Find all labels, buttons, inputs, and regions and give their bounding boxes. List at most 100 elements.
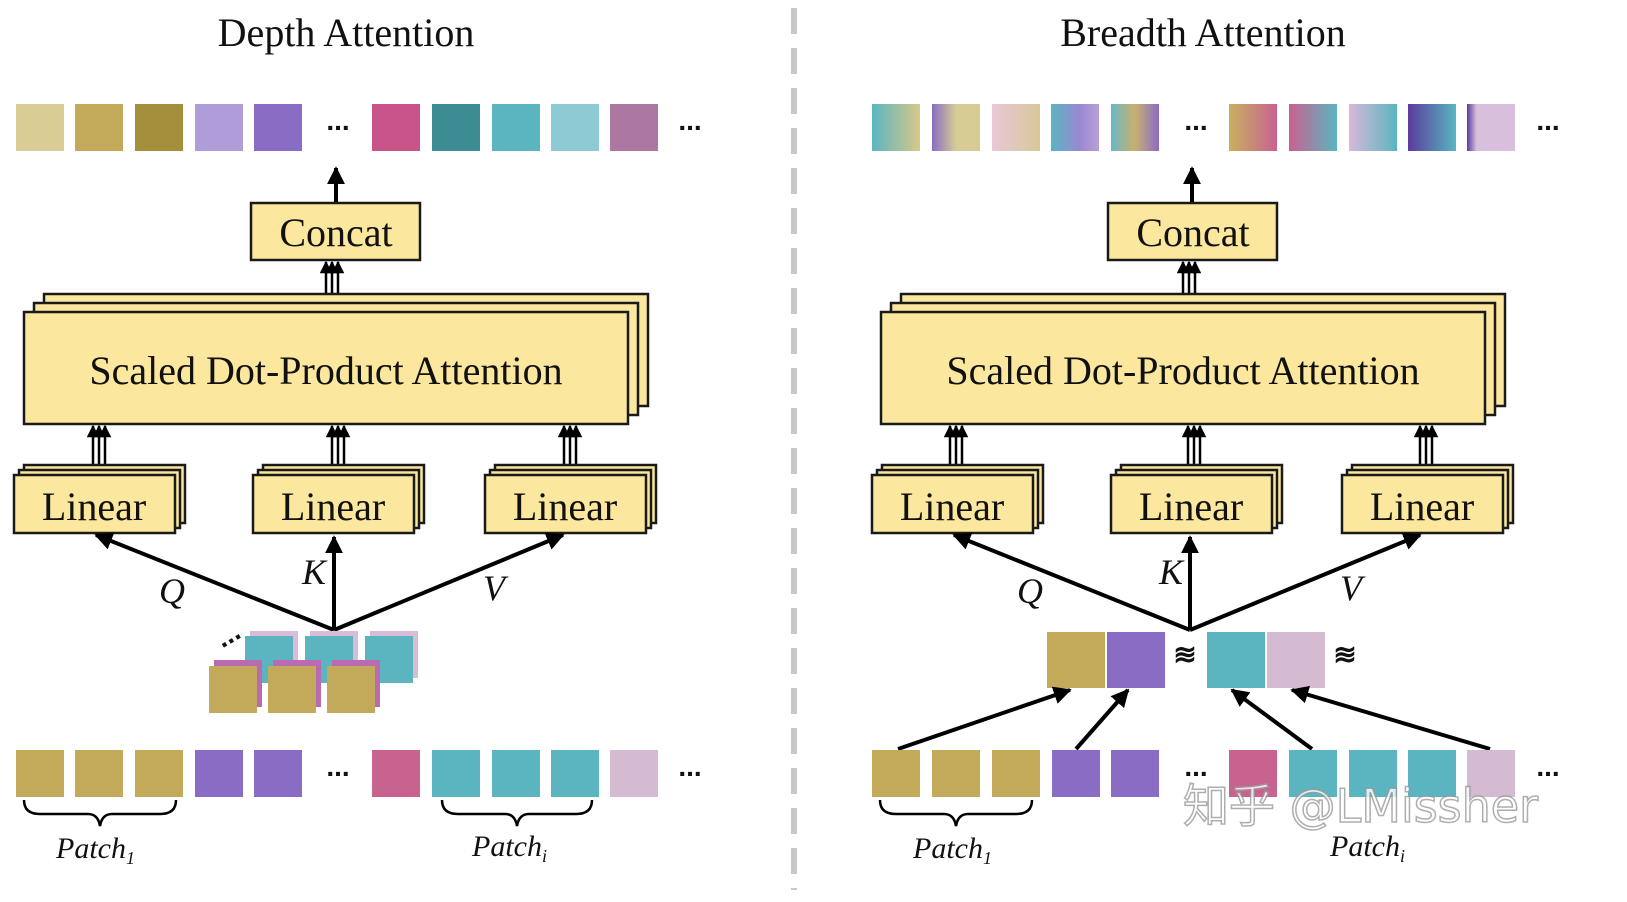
ellipsis: ... bbox=[678, 751, 701, 782]
watermark: 知乎 @LMissher bbox=[1183, 779, 1538, 833]
svg-text:≋: ≋ bbox=[1333, 639, 1356, 670]
output-token bbox=[195, 104, 243, 151]
output-token bbox=[932, 104, 980, 151]
ellipsis: ... bbox=[326, 105, 349, 136]
patch1-label: Patch1 bbox=[912, 832, 992, 868]
breadth-input-tokens: ... ... bbox=[872, 750, 1560, 797]
depth-input-tokens: ... ... bbox=[16, 750, 702, 797]
patch1-label: Patch1 bbox=[55, 832, 135, 868]
attention-box bbox=[22, 310, 630, 426]
concat-box bbox=[1106, 201, 1279, 262]
input-token bbox=[16, 750, 64, 797]
output-token bbox=[1408, 104, 1456, 151]
attention-label: Scaled Dot-Product Attention bbox=[89, 348, 562, 393]
output-token bbox=[1349, 104, 1397, 151]
output-token bbox=[872, 104, 920, 151]
output-token bbox=[610, 104, 658, 151]
output-token bbox=[75, 104, 123, 151]
input-token bbox=[932, 750, 980, 797]
input-token bbox=[1052, 750, 1100, 797]
patchi-label: Patchi bbox=[1329, 830, 1405, 866]
depth-output-tokens: ... ... bbox=[16, 104, 702, 151]
output-token bbox=[1229, 104, 1277, 151]
v-label: V bbox=[483, 568, 509, 608]
output-token bbox=[372, 104, 420, 151]
patch1-brace bbox=[878, 799, 1034, 827]
input-token bbox=[135, 750, 183, 797]
output-token bbox=[1111, 104, 1159, 151]
output-token bbox=[432, 104, 480, 151]
linear-v-label: Linear bbox=[1370, 484, 1474, 529]
linear-k-label: Linear bbox=[1139, 484, 1243, 529]
linear-v: Linear bbox=[1340, 463, 1515, 535]
patch1-brace bbox=[22, 799, 178, 827]
ellipsis: ... bbox=[1536, 105, 1559, 136]
input-token bbox=[254, 750, 302, 797]
linear-q: Linear bbox=[12, 463, 187, 535]
linear-k-label: Linear bbox=[281, 484, 385, 529]
q-label: Q bbox=[1017, 571, 1043, 611]
output-token bbox=[492, 104, 540, 151]
linear-v: Linear bbox=[483, 463, 658, 535]
ellipsis: ... bbox=[326, 751, 349, 782]
attention-box bbox=[879, 310, 1487, 426]
ellipsis: ... bbox=[1184, 751, 1207, 782]
qkv-arrows bbox=[952, 532, 1422, 632]
input-token bbox=[1289, 750, 1337, 797]
input-token bbox=[610, 750, 658, 797]
ellipsis: ... bbox=[1536, 751, 1559, 782]
stacked-patch-tokens: ... bbox=[209, 615, 418, 713]
input-token bbox=[1229, 750, 1277, 797]
input-token bbox=[1349, 750, 1397, 797]
output-token bbox=[992, 104, 1040, 151]
depth-attention-title: Depth Attention bbox=[218, 10, 475, 55]
k-label: K bbox=[1158, 552, 1185, 592]
attention-label: Scaled Dot-Product Attention bbox=[946, 348, 1419, 393]
qkv-arrows bbox=[94, 532, 565, 632]
depth-attention-panel: Depth Attention ... ... Concat bbox=[12, 10, 702, 868]
output-token bbox=[551, 104, 599, 151]
v-label: V bbox=[1340, 568, 1366, 608]
input-token bbox=[1111, 750, 1159, 797]
token-selection-arrows bbox=[897, 686, 1491, 751]
input-token bbox=[1467, 750, 1515, 797]
svg-text:...: ... bbox=[210, 615, 246, 654]
q-label: Q bbox=[159, 571, 185, 611]
output-token bbox=[1467, 104, 1515, 151]
input-token bbox=[1408, 750, 1456, 797]
input-token bbox=[872, 750, 920, 797]
selected-patch-tokens: ≋ ≋ bbox=[1047, 632, 1357, 688]
breadth-attention-panel: Breadth Attention ... ... Concat S bbox=[870, 10, 1560, 868]
linear-q-label: Linear bbox=[900, 484, 1004, 529]
input-token bbox=[432, 750, 480, 797]
output-token bbox=[16, 104, 64, 151]
linear-k: Linear bbox=[1109, 463, 1284, 535]
output-token bbox=[254, 104, 302, 151]
input-token bbox=[492, 750, 540, 797]
linear-q-label: Linear bbox=[42, 484, 146, 529]
svg-text:≋: ≋ bbox=[1173, 639, 1196, 670]
ellipsis: ... bbox=[678, 105, 701, 136]
patchi-label: Patchi bbox=[471, 830, 547, 866]
output-token bbox=[1289, 104, 1337, 151]
input-token bbox=[75, 750, 123, 797]
attention-to-concat-arrows bbox=[319, 260, 345, 296]
input-token bbox=[551, 750, 599, 797]
breadth-attention-title: Breadth Attention bbox=[1060, 10, 1346, 55]
input-token bbox=[992, 750, 1040, 797]
linear-k: Linear bbox=[251, 463, 426, 535]
linear-q: Linear bbox=[870, 463, 1045, 535]
ellipsis: ... bbox=[1184, 105, 1207, 136]
attention-to-concat-arrows bbox=[1176, 260, 1202, 296]
input-token bbox=[195, 750, 243, 797]
patchi-brace bbox=[440, 799, 594, 827]
breadth-output-tokens: ... ... bbox=[872, 104, 1560, 151]
output-token bbox=[135, 104, 183, 151]
concat-label: Concat bbox=[279, 210, 392, 255]
k-label: K bbox=[301, 552, 328, 592]
output-token bbox=[1051, 104, 1099, 151]
linear-v-label: Linear bbox=[513, 484, 617, 529]
concat-box bbox=[249, 201, 422, 262]
input-token bbox=[372, 750, 420, 797]
